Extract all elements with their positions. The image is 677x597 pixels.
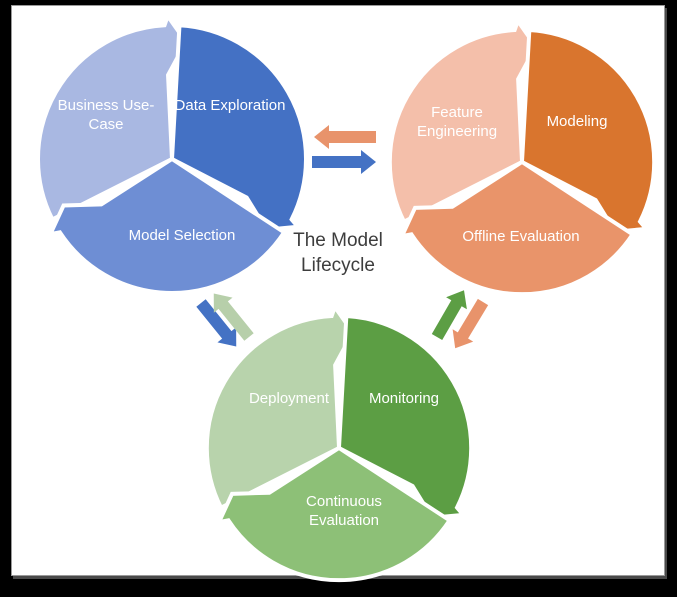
segment-label-monitoring: Monitoring: [368, 390, 440, 407]
segment-label-continuous-evaluation: Continuous Evaluation: [306, 493, 382, 529]
cycle-diagram-model-training: [387, 19, 657, 297]
segment-data-exploration: [169, 23, 308, 232]
segment-label-offline-evaluation: Offline Evaluation: [462, 228, 580, 245]
segment-modeling: [519, 27, 657, 234]
segment-model-selection: [46, 156, 287, 295]
cycle-diagram-model-development: [36, 14, 308, 295]
diagram-title-line1: The Model: [293, 230, 383, 251]
segment-label-deployment: Deployment: [248, 390, 330, 407]
segment-monitoring: [336, 313, 474, 520]
segment-continuous-evaluation: [215, 445, 453, 583]
segment-feature-engineering: [387, 19, 539, 225]
segment-deployment: [204, 305, 356, 511]
diagram-title-line2: Lifecycle: [301, 255, 375, 277]
cycle-diagram-model-operations: [204, 305, 474, 583]
segment-business-use-case: [36, 14, 189, 223]
segment-offline-evaluation: [398, 159, 636, 297]
segment-label-feature-engineering: Feature Engineering: [416, 104, 498, 140]
segment-label-business-use-case: Business Use-Case: [57, 97, 155, 133]
segment-label-modeling: Modeling: [546, 113, 608, 130]
segment-label-data-exploration: Data Exploration: [174, 97, 286, 114]
segment-label-model-selection: Model Selection: [128, 227, 236, 244]
diagram-title: The Model Lifecycle: [258, 228, 418, 278]
